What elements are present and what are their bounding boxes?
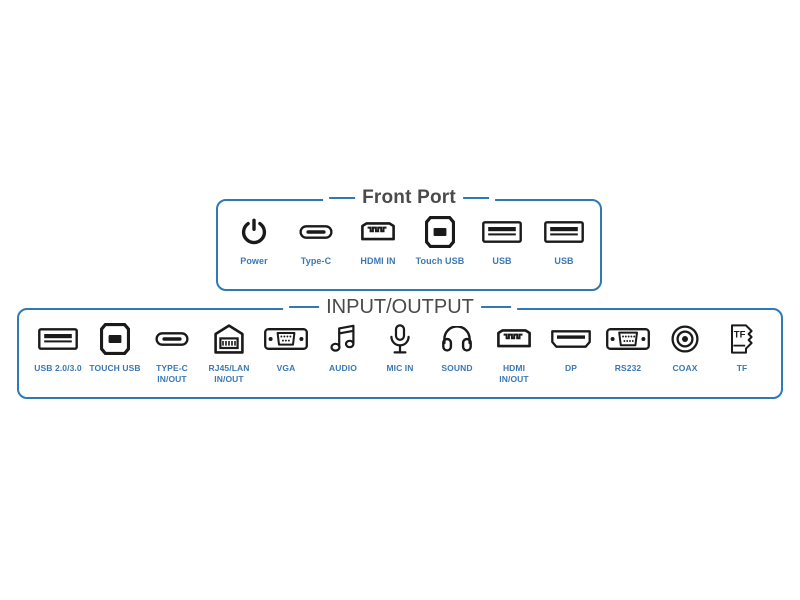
port-item[interactable]: SOUND — [429, 322, 486, 374]
port-item[interactable]: TF TF — [714, 322, 771, 374]
port-item[interactable]: MIC IN — [372, 322, 429, 374]
port-label: TOUCH USB — [89, 363, 141, 373]
usb-type-c-icon — [155, 322, 189, 356]
port-label: VGA — [276, 363, 296, 373]
port-item[interactable]: RJ45/LAN IN/OUT — [201, 322, 258, 384]
input-output-port-list: USB 2.0/3.0 TOUCH USB TYPE-C IN/OUT RJ45… — [19, 322, 781, 384]
legend-rule-right — [480, 306, 511, 308]
port-label: USB 2.0/3.0 — [34, 363, 82, 373]
port-item[interactable]: Touch USB — [409, 215, 471, 267]
port-label: HDMI IN/OUT — [499, 363, 529, 384]
front-port-panel: Front Port Power Type-C HDMI IN Touch US… — [216, 188, 602, 291]
input-output-legend: INPUT/OUTPUT — [283, 297, 517, 317]
hdmi-icon — [497, 322, 531, 356]
music-note-icon — [330, 322, 356, 356]
port-item[interactable]: HDMI IN/OUT — [486, 322, 543, 384]
port-item[interactable]: USB 2.0/3.0 — [30, 322, 87, 374]
power-icon — [239, 215, 269, 249]
port-label: RS232 — [614, 363, 642, 373]
port-label: TF — [736, 363, 748, 373]
rs232-serial-icon — [606, 322, 650, 356]
port-label: COAX — [672, 363, 698, 373]
usb-type-a-icon — [38, 322, 78, 356]
svg-text:TF: TF — [734, 330, 746, 341]
port-label: RJ45/LAN IN/OUT — [208, 363, 250, 384]
port-label: MIC IN — [386, 363, 414, 373]
legend-rule-left — [329, 196, 356, 199]
port-item[interactable]: TOUCH USB — [87, 322, 144, 374]
port-label: TYPE-C IN/OUT — [156, 363, 188, 384]
port-item[interactable]: HDMI IN — [347, 215, 409, 267]
hdmi-icon — [361, 215, 395, 249]
displayport-icon — [551, 322, 591, 356]
coaxial-icon — [671, 322, 699, 356]
port-label: USB — [492, 256, 512, 266]
headphones-icon — [442, 322, 472, 356]
usb-type-b-icon — [100, 322, 130, 356]
rj45-lan-icon — [214, 322, 244, 356]
port-label: SOUND — [441, 363, 473, 373]
port-item[interactable]: Type-C — [285, 215, 347, 267]
front-port-title: Front Port — [362, 187, 456, 208]
usb-type-b-icon — [425, 215, 455, 249]
port-item[interactable]: USB — [533, 215, 595, 267]
legend-rule-left — [289, 306, 320, 308]
port-item[interactable]: TYPE-C IN/OUT — [144, 322, 201, 384]
port-label: Touch USB — [415, 256, 465, 266]
input-output-title: INPUT/OUTPUT — [326, 296, 474, 318]
port-label: DP — [564, 363, 577, 373]
port-item[interactable]: USB — [471, 215, 533, 267]
microphone-icon — [389, 322, 411, 356]
vga-icon — [264, 322, 308, 356]
front-port-legend: Front Port — [323, 188, 495, 207]
port-item[interactable]: AUDIO — [315, 322, 372, 374]
port-item[interactable]: RS232 — [600, 322, 657, 374]
port-item[interactable]: VGA — [258, 322, 315, 374]
usb-type-c-icon — [299, 215, 333, 249]
port-label: Power — [240, 256, 268, 266]
usb-type-a-icon — [544, 215, 584, 249]
port-item[interactable]: DP — [543, 322, 600, 374]
usb-type-a-icon — [482, 215, 522, 249]
port-item[interactable]: Power — [223, 215, 285, 267]
port-label: AUDIO — [329, 363, 357, 373]
port-item[interactable]: COAX — [657, 322, 714, 374]
tf-card-icon: TF — [730, 322, 754, 356]
front-port-list: Power Type-C HDMI IN Touch USB USB USB — [218, 215, 600, 267]
legend-rule-right — [462, 196, 489, 199]
port-label: HDMI IN — [360, 256, 396, 266]
port-label: USB — [554, 256, 574, 266]
input-output-panel: INPUT/OUTPUT USB 2.0/3.0 TOUCH USB TYPE-… — [17, 297, 783, 399]
port-label: Type-C — [300, 256, 332, 266]
